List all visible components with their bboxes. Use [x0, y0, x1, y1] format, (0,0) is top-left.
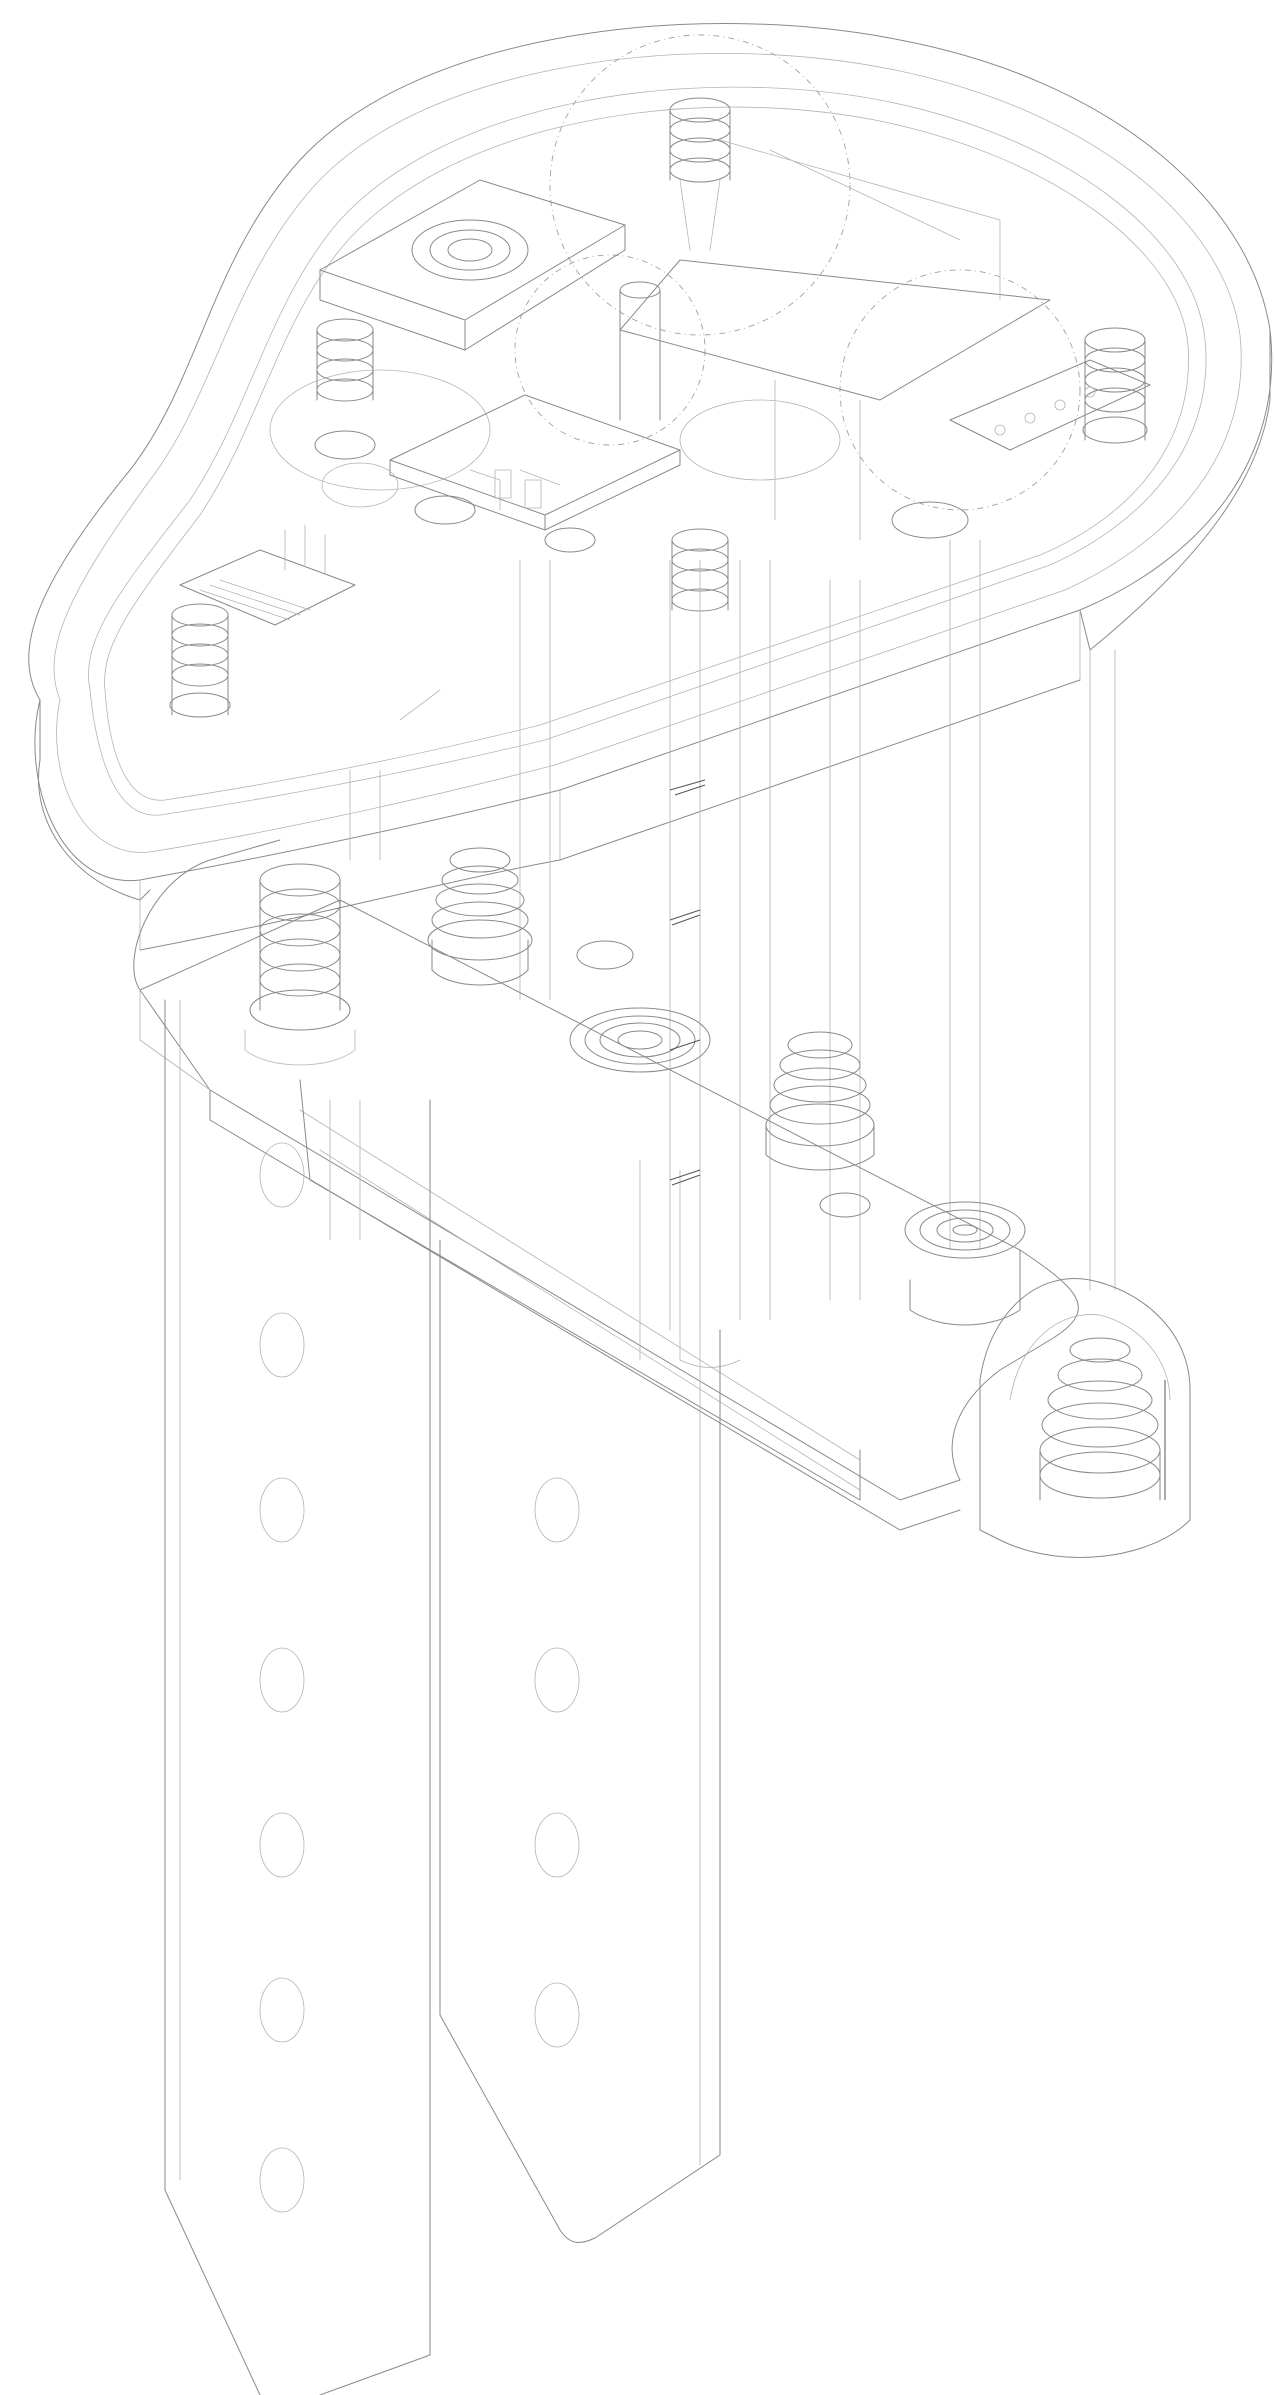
- detail-strokes: [349, 689, 706, 1186]
- housing-inner-outline: [53, 53, 1242, 853]
- coil-right-center: [765, 1031, 875, 1171]
- spring-top-center: [669, 97, 731, 251]
- coil-center-left: [427, 847, 533, 986]
- coil-left: [244, 863, 356, 1066]
- leg2-hole-1: [534, 1477, 580, 1543]
- lower-plate-components: [244, 847, 1191, 1558]
- connector-strip: [179, 524, 356, 626]
- pad-center: [569, 940, 711, 1073]
- leg-hole-4: [259, 1647, 305, 1713]
- connector-right: [949, 359, 1151, 451]
- housing-outer-outline: [28, 22, 1273, 882]
- leg2-hole-4: [534, 1982, 580, 2048]
- motor-block: [619, 139, 1051, 541]
- leg-hole-7: [259, 2147, 305, 2213]
- leg-hole-2: [259, 1312, 305, 1378]
- spring-left-top: [314, 318, 376, 460]
- top-housing: [28, 22, 1273, 951]
- housing-recess-rim: [88, 86, 1207, 816]
- housing-internals: [169, 34, 1151, 718]
- spring-bottom-left: [169, 603, 231, 718]
- leg-hole-3: [259, 1477, 305, 1543]
- housing-side-wall: [38, 329, 1271, 901]
- right-leg: [439, 1239, 721, 2243]
- end-bracket: [979, 1278, 1191, 1558]
- lower-plate: [133, 839, 1079, 1531]
- leg2-hole-3: [534, 1812, 580, 1878]
- leg-hole-1: [259, 1142, 305, 1208]
- leg-hole-5: [259, 1812, 305, 1878]
- support-posts: [519, 539, 1116, 1331]
- pcb-board: [389, 394, 681, 531]
- pad-right: [819, 1192, 1026, 1326]
- leg-hole-6: [259, 1977, 305, 2043]
- leg2-hole-2: [534, 1647, 580, 1713]
- bearing-top-left: [319, 179, 626, 351]
- left-leg: [164, 999, 431, 2395]
- spring-right: [1082, 327, 1148, 444]
